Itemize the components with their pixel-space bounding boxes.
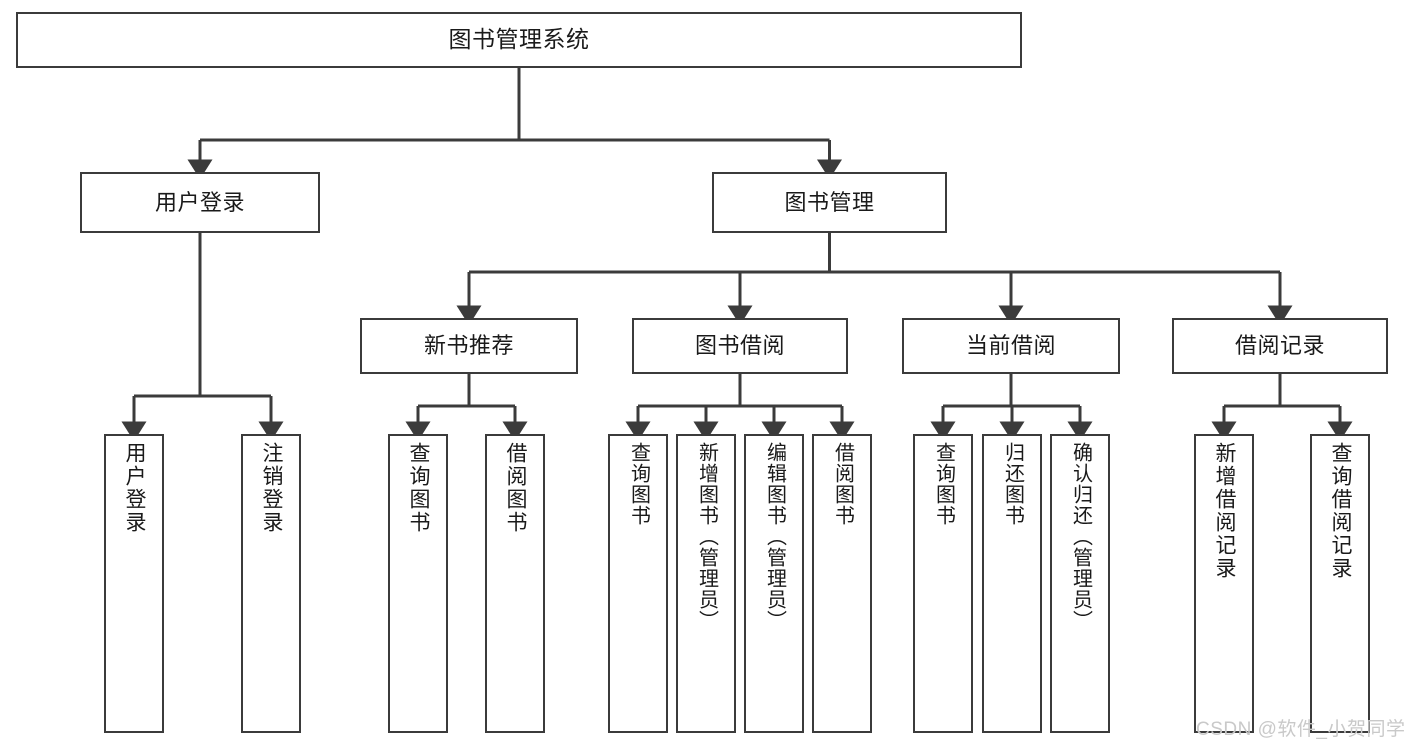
node-leaf-add-book[interactable]: 新增图书（管理员）: [676, 434, 736, 733]
node-label: 查询图书: [627, 442, 650, 526]
node-label: 新增图书（管理员）: [695, 442, 718, 631]
node-leaf-add-record[interactable]: 新增借阅记录: [1194, 434, 1254, 733]
node-leaf-borrow-book-1[interactable]: 借阅图书: [485, 434, 545, 733]
node-leaf-edit-book[interactable]: 编辑图书（管理员）: [744, 434, 804, 733]
node-label: 借阅图书: [831, 442, 854, 526]
node-label: 用户登录: [123, 442, 147, 534]
node-new-book-rec[interactable]: 新书推荐: [360, 318, 578, 374]
node-current-borrow[interactable]: 当前借阅: [902, 318, 1120, 374]
node-label: 归还图书: [1001, 442, 1024, 526]
watermark: CSDN @软件_小贺同学: [1196, 719, 1405, 740]
node-label: 查询图书: [932, 442, 955, 526]
node-label: 查询图书: [407, 442, 431, 534]
node-label: 新增借阅记录: [1213, 442, 1237, 580]
node-leaf-user-logout[interactable]: 注销登录: [241, 434, 301, 733]
node-label: 新书推荐: [423, 333, 514, 359]
node-label: 用户登录: [154, 189, 245, 215]
node-label: 借阅图书: [504, 442, 528, 534]
node-label: 查询借阅记录: [1329, 442, 1353, 580]
node-user-login[interactable]: 用户登录: [80, 172, 320, 233]
node-leaf-return-book[interactable]: 归还图书: [982, 434, 1042, 733]
node-leaf-user-login[interactable]: 用户登录: [104, 434, 164, 733]
node-leaf-query-book-1[interactable]: 查询图书: [388, 434, 448, 733]
node-label: 确认归还（管理员）: [1069, 442, 1092, 631]
node-label: 借阅记录: [1234, 333, 1325, 359]
node-label: 图书借阅: [694, 333, 785, 359]
node-leaf-query-book-3[interactable]: 查询图书: [913, 434, 973, 733]
node-borrow-record[interactable]: 借阅记录: [1172, 318, 1388, 374]
node-label: 当前借阅: [965, 333, 1056, 359]
node-label: 图书管理系统: [448, 26, 590, 53]
node-label: 注销登录: [260, 442, 284, 534]
node-leaf-borrow-book-2[interactable]: 借阅图书: [812, 434, 872, 733]
node-label: 编辑图书（管理员）: [763, 442, 786, 631]
node-leaf-query-book-2[interactable]: 查询图书: [608, 434, 668, 733]
node-book-borrow[interactable]: 图书借阅: [632, 318, 848, 374]
node-leaf-query-record[interactable]: 查询借阅记录: [1310, 434, 1370, 733]
node-leaf-confirm-return[interactable]: 确认归还（管理员）: [1050, 434, 1110, 733]
node-book-manage[interactable]: 图书管理: [712, 172, 947, 233]
node-root[interactable]: 图书管理系统: [16, 12, 1022, 68]
node-label: 图书管理: [784, 189, 875, 215]
